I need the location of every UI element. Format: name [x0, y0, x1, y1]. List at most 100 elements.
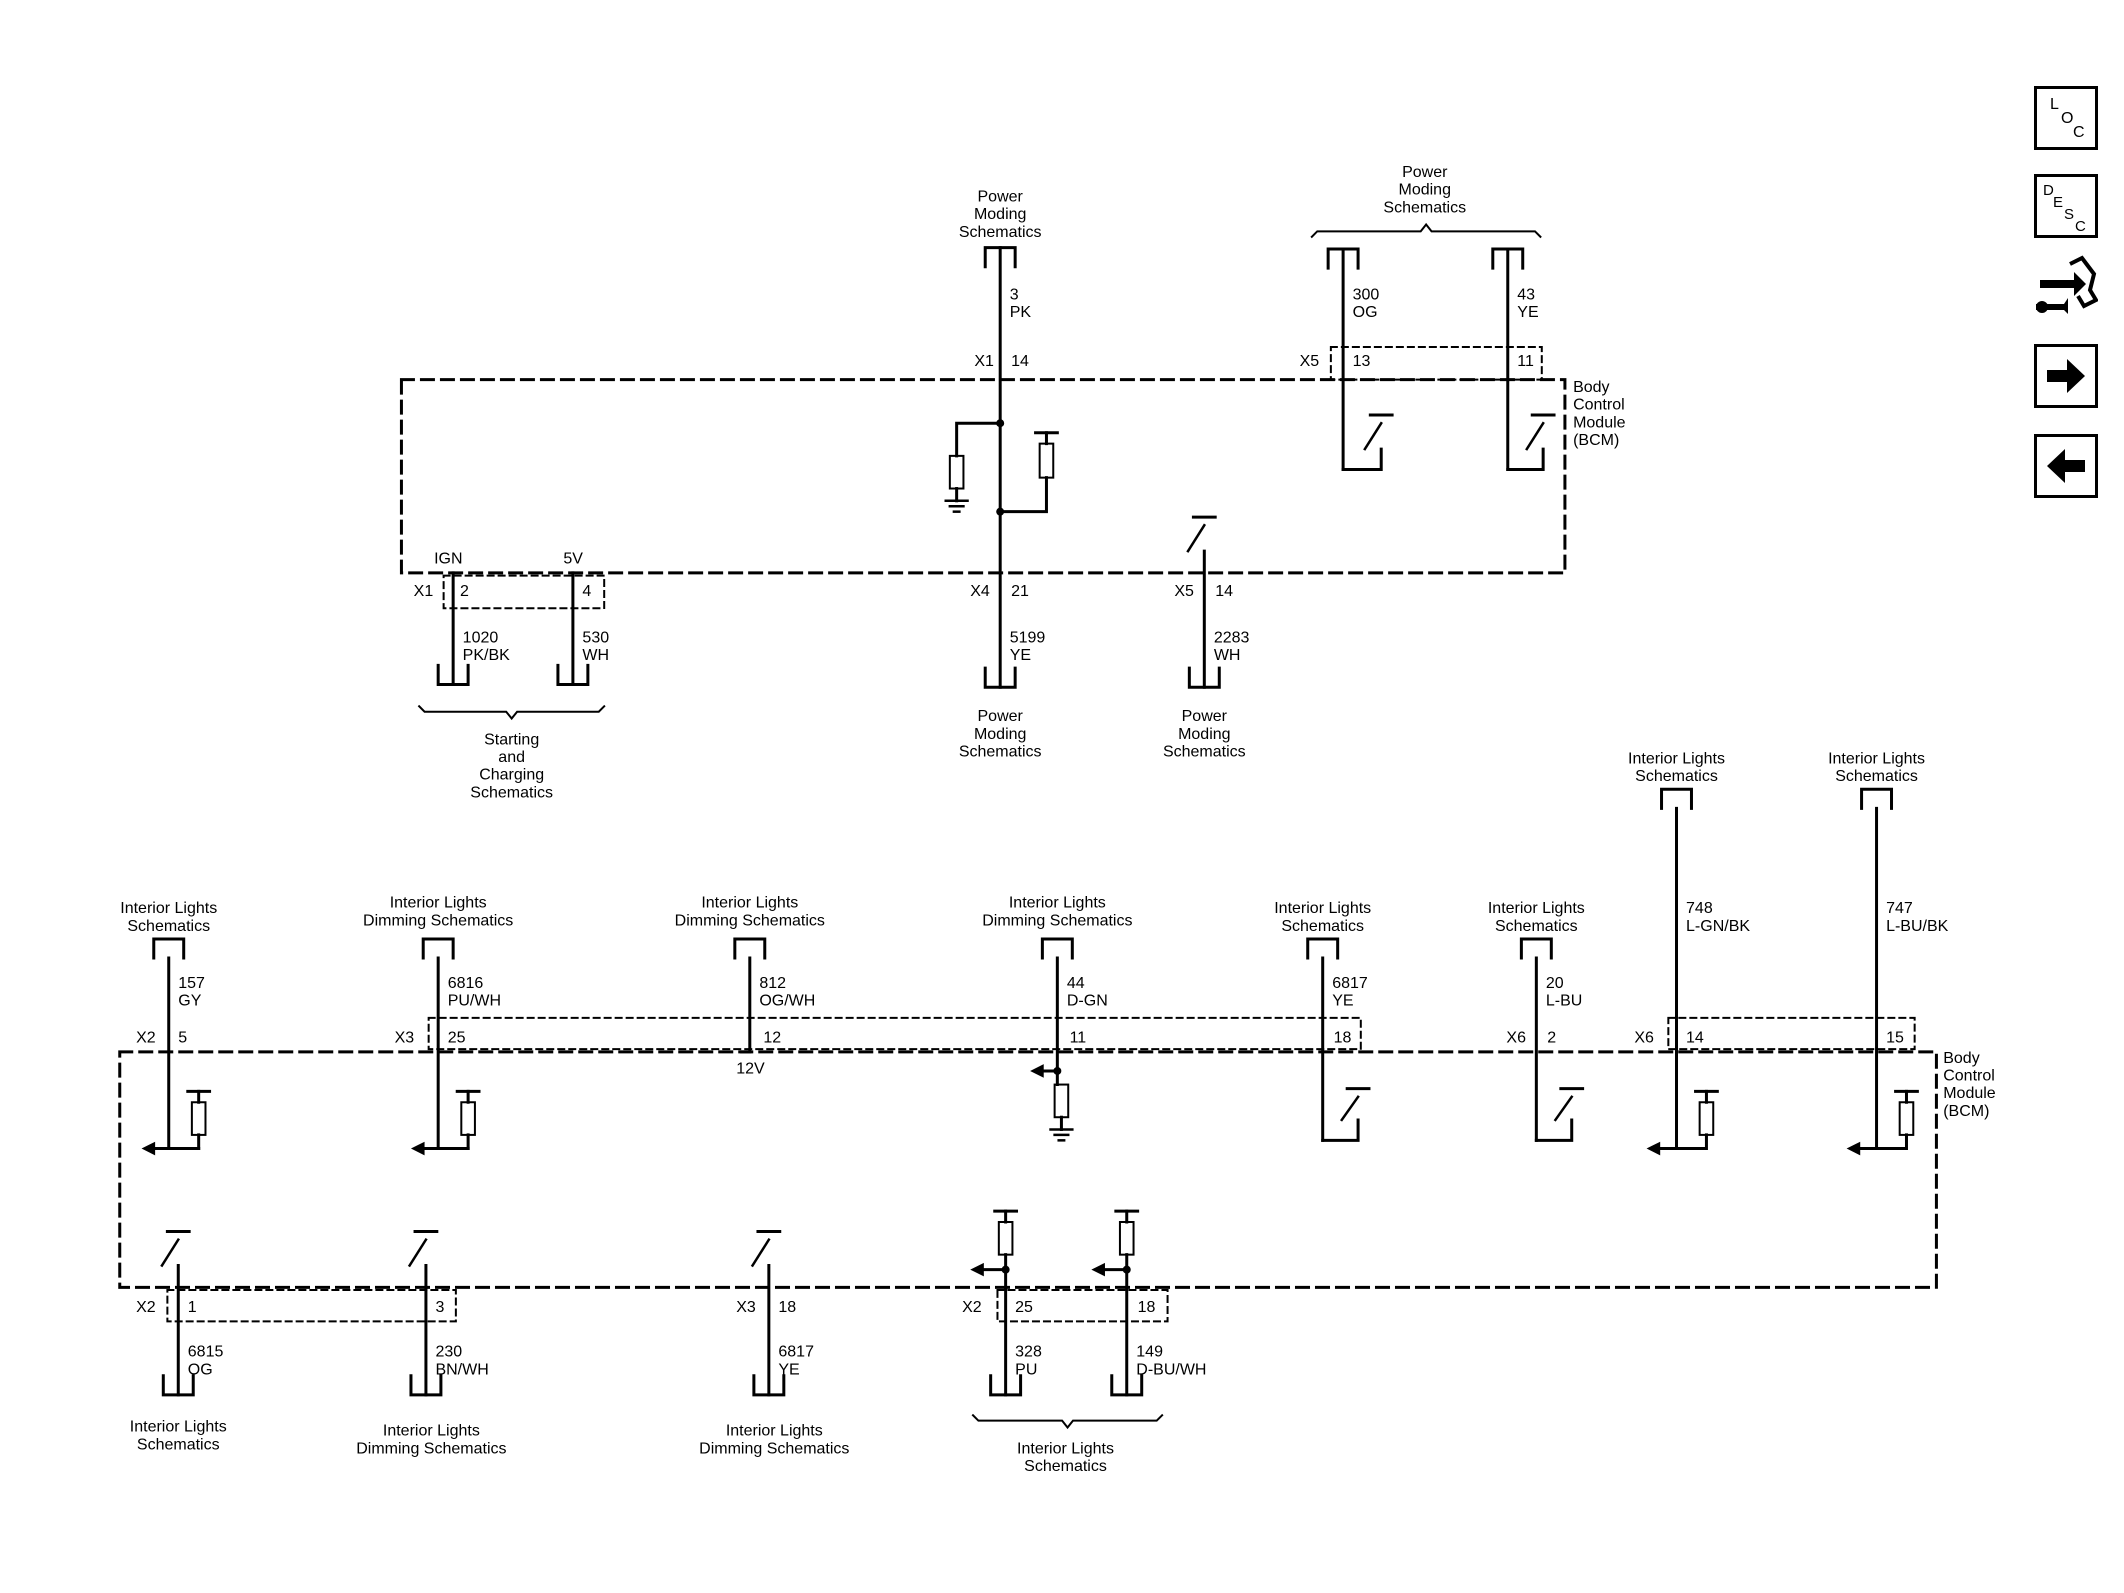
switch-symbol: [750, 1237, 771, 1268]
desc-button[interactable]: D E S C: [2034, 174, 2098, 238]
resistor-symbol: [948, 454, 965, 490]
power-moding-label: Power: [1182, 708, 1228, 725]
wire-label: YE: [778, 1361, 799, 1378]
wire-label: PK: [1010, 304, 1032, 321]
resistor-symbol: [190, 1101, 207, 1136]
connector-label: X4: [970, 583, 990, 600]
wire-label: PK/BK: [463, 647, 510, 664]
interior-lights-label: Dimming Schematics: [356, 1440, 506, 1457]
power-label: IGN: [434, 550, 462, 567]
wire-label: 530: [582, 629, 609, 646]
power-moding-label: Schematics: [959, 224, 1042, 241]
bcm-label: Control: [1573, 397, 1625, 414]
wire: [1675, 1133, 1708, 1151]
connector-cup: [983, 666, 1017, 689]
pin-label: 21: [1011, 583, 1029, 600]
wire-label: YE: [1332, 993, 1353, 1010]
arrow-symbol: [1091, 1262, 1105, 1277]
wire-label: 6815: [188, 1344, 224, 1361]
wire-label: PU/WH: [448, 993, 501, 1010]
wire-label: L-BU/BK: [1886, 918, 1949, 935]
wire: [955, 421, 1002, 458]
interior-lights-label: Schematics: [1024, 1458, 1107, 1475]
connector-label: X2: [136, 1299, 156, 1316]
wire-label: 747: [1886, 900, 1913, 917]
connector-cup: [1660, 787, 1693, 810]
bcm-label: Module: [1573, 414, 1626, 431]
wire-label: 6816: [448, 975, 484, 992]
switch-symbol: [1553, 1095, 1574, 1122]
switch-symbol: [1340, 1095, 1360, 1122]
switch-symbol: [407, 1237, 428, 1268]
previous-page-button[interactable]: [2034, 434, 2098, 498]
bcm-label: Control: [1943, 1067, 1995, 1084]
pin-label: 5: [178, 1029, 187, 1046]
pin-label: 3: [435, 1299, 444, 1316]
connector-label: X3: [395, 1029, 415, 1046]
pin-label: 14: [1011, 353, 1029, 370]
resistor-symbol: [997, 1220, 1014, 1256]
next-page-button[interactable]: [2034, 344, 2098, 408]
interior-lights-label: Schematics: [1835, 768, 1918, 785]
wire-label: D-GN: [1067, 993, 1108, 1010]
interior-lights-label: Interior Lights: [130, 1419, 227, 1436]
connector-view-button[interactable]: [2034, 254, 2098, 318]
wire-label: 6817: [778, 1344, 814, 1361]
wire: [1321, 1118, 1360, 1142]
arrow-symbol: [1646, 1141, 1661, 1156]
connector-cup: [1860, 787, 1894, 810]
desc-letter-s: S: [2064, 206, 2074, 223]
wire-label: D-BU/WH: [1136, 1361, 1206, 1378]
power-moding-label: Power: [1402, 164, 1448, 181]
wire-label: 1020: [463, 629, 499, 646]
wire-label: WH: [582, 647, 609, 664]
connector-cup: [421, 937, 455, 960]
wire-label: 43: [1517, 286, 1535, 303]
wire-label: 328: [1015, 1344, 1042, 1361]
arrow-symbol: [1030, 1064, 1044, 1078]
connector-cup: [556, 663, 590, 686]
connector-label: X2: [962, 1299, 982, 1316]
interior-lights-label: Interior Lights: [1828, 750, 1925, 767]
splice-dot: [996, 419, 1005, 428]
pin-label: 25: [448, 1029, 466, 1046]
power-moding-label: Moding: [974, 206, 1026, 223]
wire-label: PU: [1015, 1361, 1037, 1378]
switch-symbol: [1525, 421, 1545, 451]
wire: [1875, 1133, 1908, 1151]
wire: [1534, 1118, 1574, 1142]
wire: [998, 476, 1048, 514]
wire-label: OG/WH: [759, 993, 815, 1010]
arrow-symbol: [970, 1262, 984, 1277]
starting-charging-label: Charging: [479, 767, 544, 784]
connector-label: X5: [1174, 583, 1194, 600]
pin-label: 11: [1517, 353, 1534, 370]
resistor-symbol: [1698, 1101, 1715, 1136]
starting-charging-label: Starting: [484, 731, 539, 748]
connector-x5-outline: [1329, 346, 1543, 381]
power-moding-label: Schematics: [959, 744, 1042, 761]
loc-letter-o: O: [2061, 110, 2073, 127]
power-label: 12V: [736, 1061, 765, 1078]
wire-label: 149: [1136, 1344, 1163, 1361]
connector-label: X6: [1506, 1029, 1526, 1046]
wire-label: OG: [188, 1361, 213, 1378]
pin-label: 14: [1686, 1029, 1704, 1046]
interior-lights-label: Interior Lights: [1274, 900, 1371, 917]
wire: [740, 956, 752, 1054]
connector-cup: [152, 937, 186, 960]
power-moding-label: Power: [978, 188, 1024, 205]
interior-lights-label: Schematics: [127, 918, 210, 935]
interior-lights-label: Dimming Schematics: [982, 912, 1132, 929]
loc-letter-c: C: [2073, 124, 2085, 141]
interior-lights-label: Interior Lights: [1009, 895, 1106, 912]
wire-label: 44: [1067, 975, 1085, 992]
wire: [1506, 447, 1545, 471]
connector-label: X5: [1300, 353, 1320, 370]
desc-letter-d: D: [2043, 182, 2054, 199]
resistor-symbol: [1038, 442, 1055, 479]
pin-label: 13: [1353, 353, 1371, 370]
loc-button[interactable]: L O C: [2034, 86, 2098, 150]
wire-label: GY: [178, 993, 201, 1010]
